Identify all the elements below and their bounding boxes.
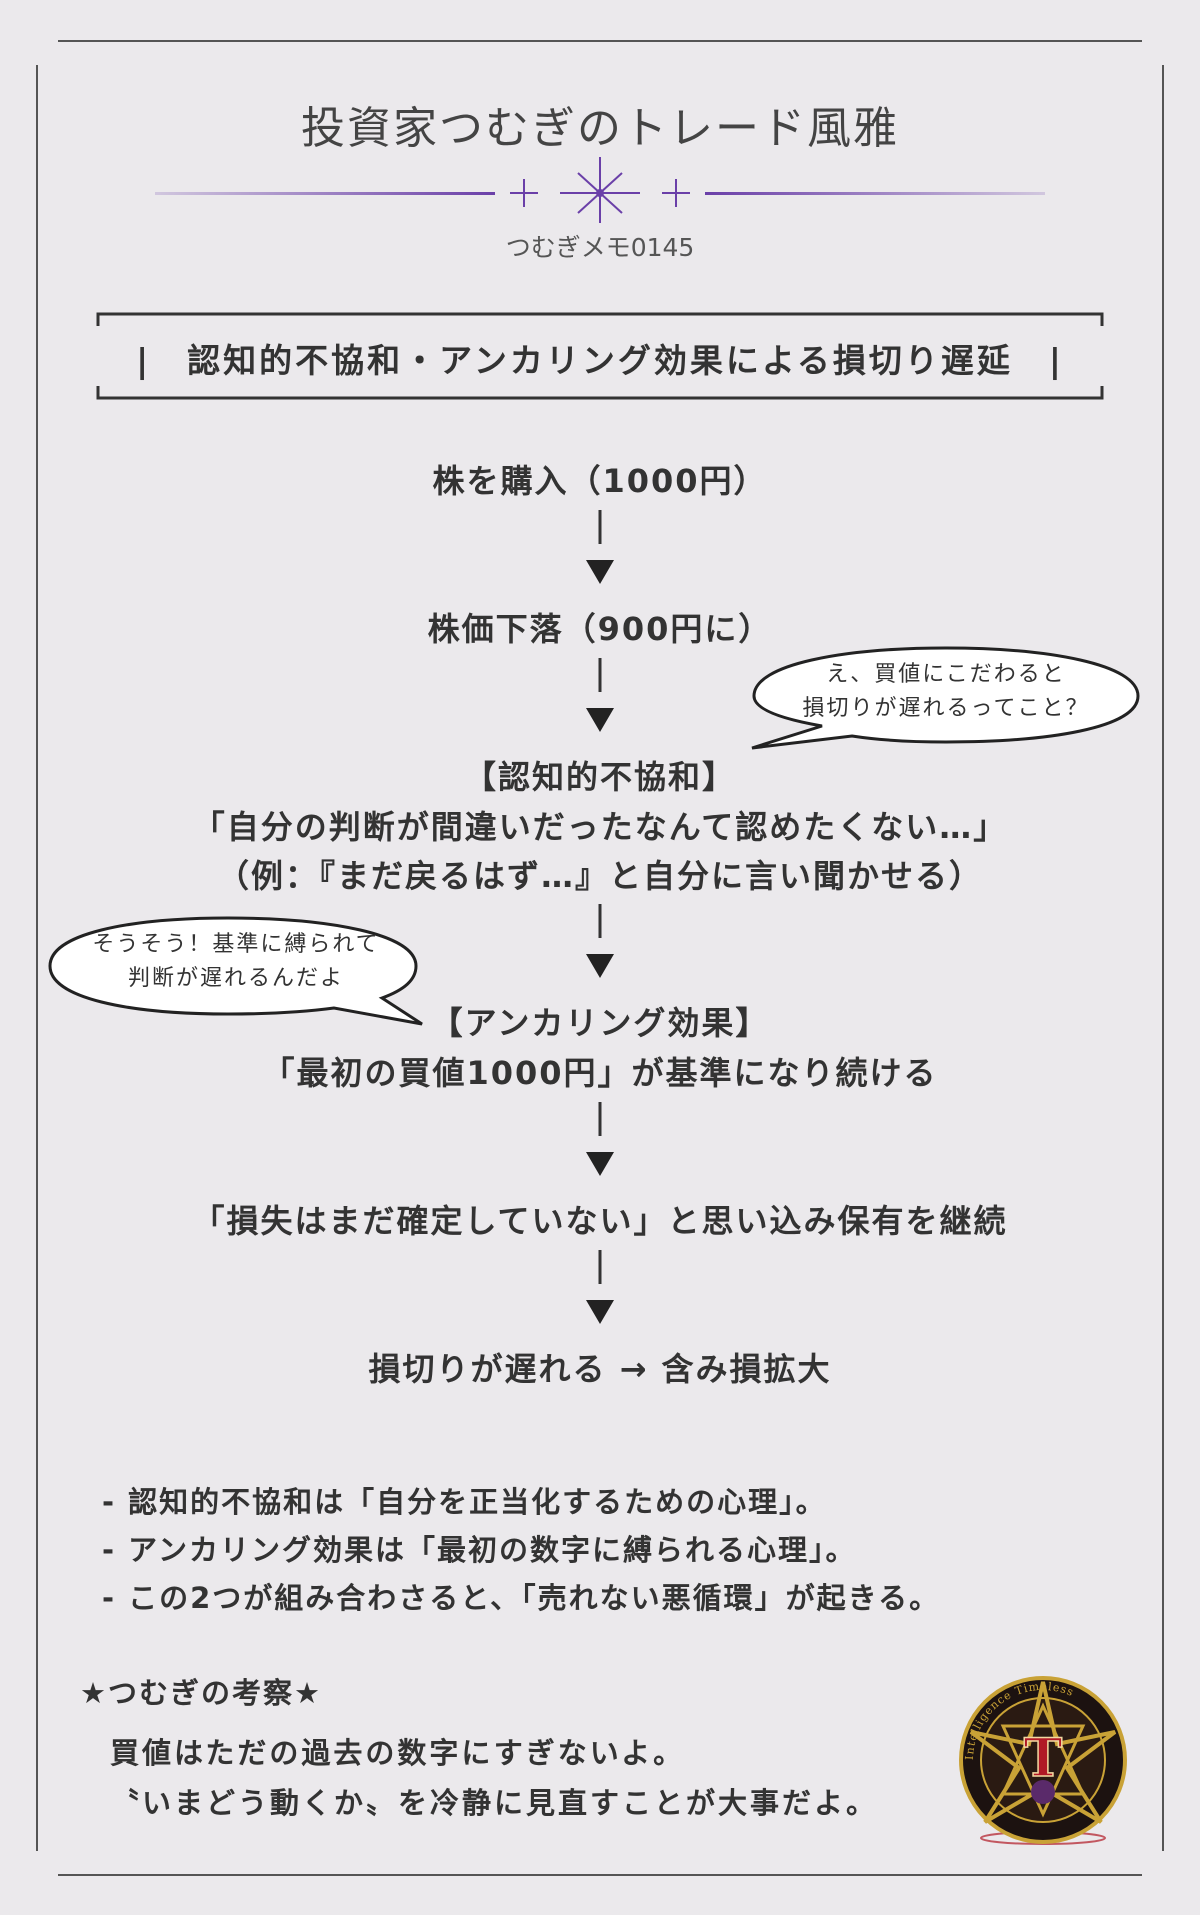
cognitive-dissonance-quote: 「自分の判断が間違いだったなんて認めたくない…」	[192, 808, 1008, 846]
bubble-right-line2: 損切りが遅れるってこと？	[802, 696, 1090, 721]
flow-step-buy: 株を購入（1000円）	[432, 462, 768, 500]
consideration-title: ★つむぎの考察★	[80, 1676, 322, 1710]
emblem-logo: Intelligence Timeless T	[955, 1672, 1131, 1852]
down-arrow-icon	[586, 1250, 614, 1324]
emblem-letter: T	[1024, 1728, 1063, 1789]
topic-heading-box: | 認知的不協和・アンカリング効果による損切り遅延 |	[96, 310, 1104, 402]
down-arrow-icon	[586, 904, 614, 978]
left-rule	[36, 65, 38, 1851]
page-title: 投資家つむぎのトレード風雅	[301, 103, 899, 154]
flow-step-hold: 「損失はまだ確定していない」と思い込み保有を継続	[192, 1202, 1008, 1240]
bubble-right-line1: え、買値にこだわると	[826, 662, 1066, 687]
bubble-left-line1: そうそう！基準に縛られて	[92, 932, 380, 957]
consideration-body: 買値はただの過去の数字にすぎないよ。 〝いまどう動くか〟を冷静に見直すことが大事…	[110, 1728, 878, 1828]
speech-bubble-left: そうそう！基準に縛られて 判断が遅れるんだよ	[46, 914, 426, 1030]
consideration-line: 〝いまどう動くか〟を冷静に見直すことが大事だよ。	[110, 1786, 879, 1820]
bubble-left-line2: 判断が遅れるんだよ	[127, 966, 344, 991]
speech-bubble-right: え、買値にこだわると 損切りが遅れるってこと？	[748, 644, 1144, 754]
summary-points: - 認知的不協和は「自分を正当化するための心理」。 - アンカリング効果は「最初…	[102, 1478, 940, 1622]
top-rule	[58, 40, 1142, 42]
right-rule	[1162, 65, 1164, 1851]
cognitive-dissonance-example: （例：『まだ戻るはず…』と自分に言い聞かせる）	[216, 857, 983, 895]
summary-point: - この2つが組み合わさると、「売れない悪循環」が起きる。	[102, 1581, 941, 1615]
summary-point: - 認知的不協和は「自分を正当化するための心理」。	[102, 1485, 827, 1519]
anchoring-title: 【アンカリング効果】	[430, 1004, 770, 1042]
flow-step-result: 損切りが遅れる → 含み損拡大	[368, 1350, 832, 1388]
down-arrow-icon	[586, 658, 614, 732]
sparkle-divider	[150, 155, 1050, 229]
bottom-rule	[58, 1874, 1142, 1876]
summary-point: - アンカリング効果は「最初の数字に縛られる心理」。	[102, 1533, 857, 1567]
memo-number: つむぎメモ0145	[505, 233, 695, 262]
consideration-line: 買値はただの過去の数字にすぎないよ。	[110, 1736, 686, 1770]
cognitive-dissonance-title: 【認知的不協和】	[463, 758, 736, 796]
down-arrow-icon	[586, 510, 614, 584]
down-arrow-icon	[586, 1102, 614, 1176]
flow-step-drop: 株価下落（900円に）	[427, 610, 773, 648]
anchoring-quote: 「最初の買値1000円」が基準になり続ける	[262, 1054, 938, 1092]
topic-heading: | 認知的不協和・アンカリング効果による損切り遅延 |	[136, 341, 1064, 380]
